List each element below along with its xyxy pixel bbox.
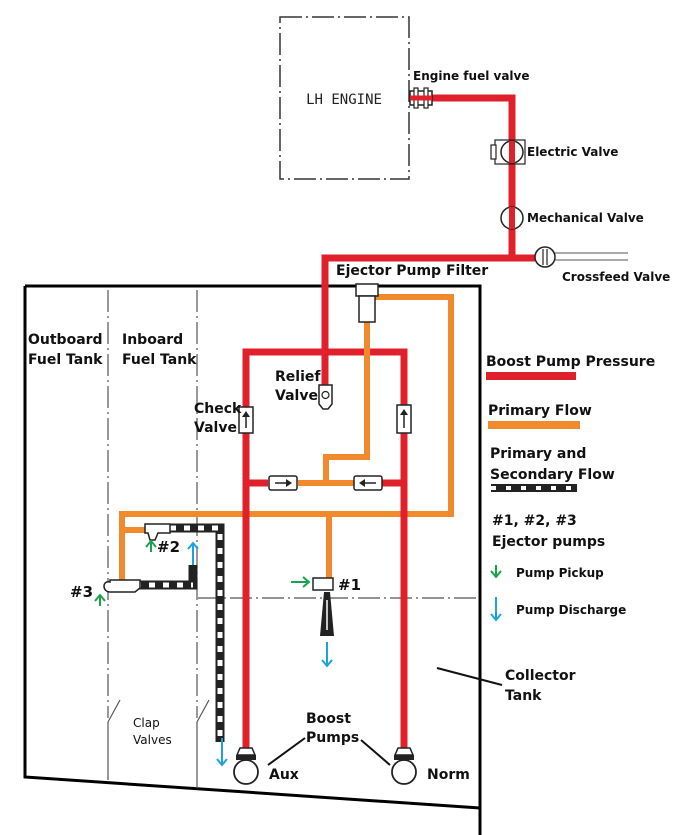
legend-ejector-label-2: Ejector pumps — [492, 534, 605, 550]
secondary-flow-pipes — [135, 523, 225, 742]
legend-primary-secondary-label-1: Primary and — [490, 446, 586, 462]
check-valve-right-icon — [396, 404, 412, 434]
collector-tank-label-1: Collector — [505, 668, 576, 684]
ejector-pump-2-label: #2 — [157, 538, 180, 556]
discharge-arrow-up-icon — [187, 541, 199, 565]
boost-pump-pointer-norm — [360, 739, 391, 766]
relief-valve-label-2: Valve — [275, 388, 318, 404]
legend-boost-pressure-label: Boost Pump Pressure — [486, 354, 655, 370]
ejector-pump-3-icon — [103, 579, 141, 593]
electric-valve-icon — [490, 139, 526, 165]
filter-down-pipe — [323, 320, 370, 483]
check-valve-label-1: Check — [194, 401, 242, 417]
check-valve-horizontal-right-icon — [268, 475, 298, 491]
electric-valve-label: Electric Valve — [527, 145, 618, 159]
legend: Boost Pump Pressure Primary Flow Primary… — [486, 354, 655, 622]
clap-valve-2 — [196, 699, 210, 723]
tank-outline-top-right — [25, 284, 482, 835]
discharge-arrows — [187, 541, 333, 767]
discharge-arrow-icon — [216, 738, 228, 767]
boost-pump-norm-icon — [391, 747, 417, 785]
boost-pressure-pipes — [242, 94, 535, 750]
crossfeed-valve-icon — [534, 246, 556, 268]
boost-pump-aux-icon — [233, 747, 259, 785]
mechanical-valve-label: Mechanical Valve — [527, 211, 644, 225]
legend-primary-flow-label: Primary Flow — [488, 403, 592, 419]
inboard-tank-label-2: Fuel Tank — [122, 352, 197, 368]
pickup-arrow-icon — [291, 576, 311, 588]
relief-valve-label-1: Relief — [275, 369, 321, 385]
legend-primary-flow-swatch — [488, 421, 580, 429]
clap-valves-label-1: Clap — [133, 716, 160, 730]
ejector-pump-2-icon — [144, 523, 171, 541]
ejector-pump-3-label: #3 — [70, 583, 93, 601]
outboard-tank-label-2: Fuel Tank — [28, 352, 103, 368]
boost-loop-pipe — [242, 348, 408, 750]
discharge-arrow-icon — [321, 642, 333, 668]
crossfeed-valve-label: Crossfeed Valve — [562, 270, 670, 284]
pickup-arrow-icon — [94, 593, 106, 606]
legend-primary-secondary-swatch — [491, 484, 577, 492]
boost-pumps-label-2: Pumps — [306, 730, 359, 746]
legend-boost-pressure-swatch — [486, 372, 576, 380]
ejector-pump-filter-icon — [355, 283, 379, 323]
legend-ejector-label-1: #1, #2, #3 — [492, 513, 577, 529]
engine-box — [279, 16, 410, 180]
check-valve-horizontal-left-icon — [353, 475, 383, 491]
engine-fuel-valve-icon — [409, 87, 433, 109]
norm-label: Norm — [427, 767, 470, 783]
engine-label: LH ENGINE — [306, 92, 382, 108]
legend-discharge-label: Pump Discharge — [516, 603, 626, 617]
primary-flow-pipes — [119, 294, 454, 585]
tank-outline-left-bottom — [23, 286, 481, 810]
inboard-tank-label-1: Inboard — [122, 332, 183, 348]
collector-tank-label-2: Tank — [505, 688, 542, 704]
outboard-tank-label-1: Outboard — [28, 332, 103, 348]
check-valve-left-icon — [238, 406, 254, 434]
legend-discharge-arrow-icon — [490, 597, 502, 622]
outer-orange-loop — [119, 294, 454, 585]
ejector-pump-filter-label: Ejector Pump Filter — [336, 263, 488, 279]
boost-pumps-label-1: Boost — [306, 711, 351, 727]
collector-tank-pointer — [436, 667, 503, 686]
aux-label: Aux — [269, 767, 299, 783]
pickup-arrow-icon — [145, 539, 157, 552]
relief-valve-icon — [318, 384, 333, 410]
pickup-arrows — [94, 539, 311, 606]
ejector-pump-1-icon — [312, 577, 334, 636]
clap-valves-label-2: Valves — [133, 733, 172, 747]
engine-fuel-valve-label: Engine fuel valve — [413, 69, 530, 83]
mechanical-valve-icon — [500, 206, 524, 230]
clap-valve-1 — [107, 699, 121, 723]
ejector-pump-1-label: #1 — [338, 576, 361, 594]
legend-pickup-arrow-icon — [490, 565, 502, 579]
legend-primary-secondary-label-2: Secondary Flow — [490, 467, 615, 483]
legend-pickup-label: Pump Pickup — [516, 566, 604, 580]
boost-pump-pointer-aux — [267, 737, 306, 766]
check-valve-label-2: Valve — [194, 420, 237, 436]
